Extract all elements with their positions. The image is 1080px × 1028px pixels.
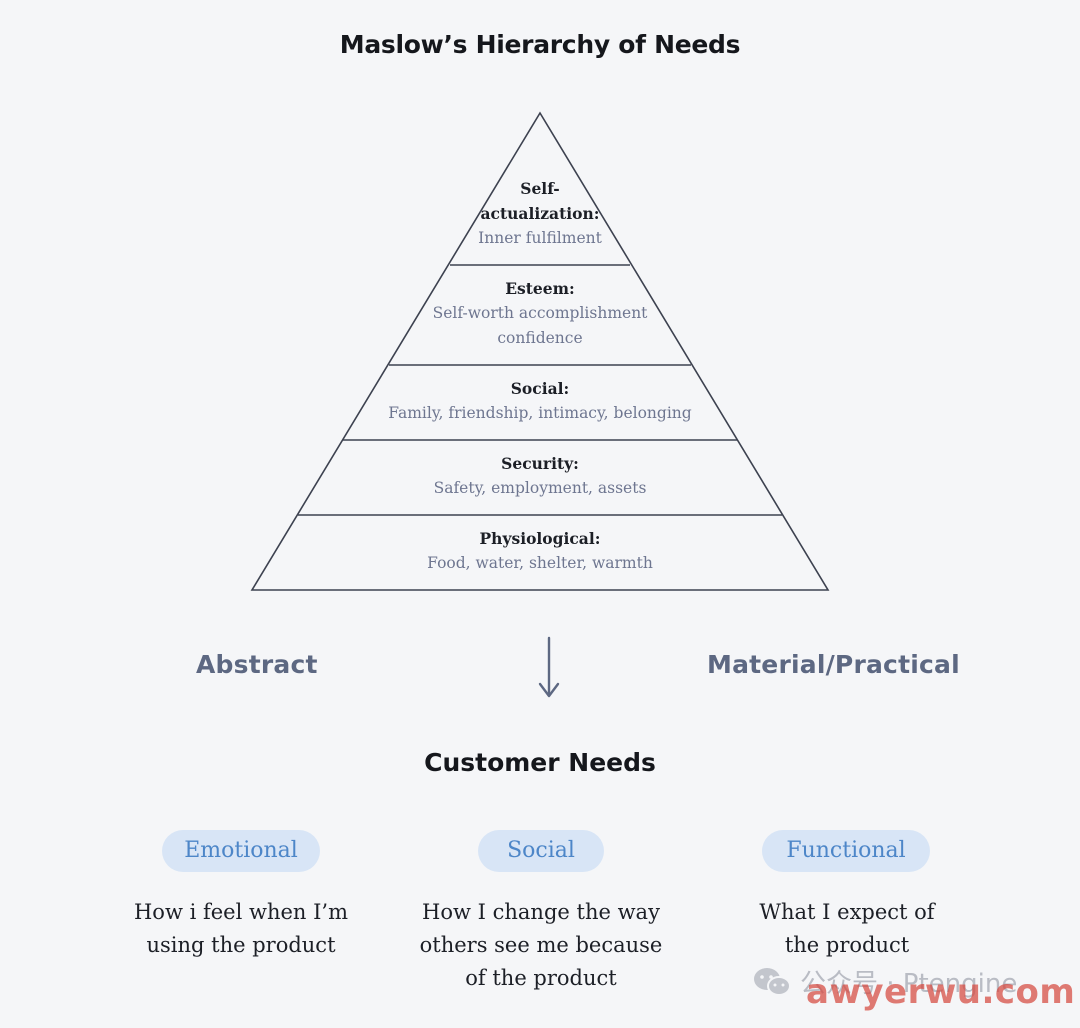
functional-pill: Functional bbox=[762, 830, 930, 872]
description-line: How I change the way bbox=[422, 900, 660, 924]
description-line: What I expect of bbox=[759, 900, 935, 924]
tier-name: Social: bbox=[510, 379, 570, 398]
tier-name: Self- bbox=[520, 179, 560, 198]
tier-description: confidence bbox=[497, 329, 583, 347]
site-watermark: awyerwu.com bbox=[806, 972, 1076, 1012]
tier-description: Food, water, shelter, warmth bbox=[427, 554, 653, 572]
watermark-text: 公众号 · Ptengine bbox=[800, 969, 1018, 999]
tier-description: Safety, employment, assets bbox=[433, 479, 647, 497]
tier-social: Social: Family, friendship, intimacy, be… bbox=[340, 376, 740, 426]
description-line: the product bbox=[784, 933, 910, 957]
tier-esteem: Esteem: Self-worth accomplishment confid… bbox=[340, 276, 740, 351]
emotional-description: How i feel when I’m using the product bbox=[101, 896, 381, 962]
functional-description: What I expect of the product bbox=[707, 896, 987, 962]
material-practical-label: Material/Practical bbox=[707, 650, 960, 679]
pyramid-outline bbox=[250, 111, 830, 591]
social-pill: Social bbox=[478, 830, 604, 872]
description-line: others see me because bbox=[419, 933, 663, 957]
tier-name: Esteem: bbox=[505, 279, 575, 298]
description-line: of the product bbox=[465, 966, 617, 990]
emotional-pill: Emotional bbox=[162, 830, 320, 872]
description-line: using the product bbox=[146, 933, 336, 957]
wechat-watermark: 公众号 · Ptengine bbox=[752, 963, 1017, 1000]
social-description: How I change the way others see me becau… bbox=[391, 896, 691, 995]
abstract-label: Abstract bbox=[196, 650, 318, 679]
section-title: Customer Needs bbox=[424, 748, 656, 777]
wechat-icon bbox=[754, 967, 791, 996]
tier-description: Inner fulfilment bbox=[478, 229, 602, 247]
tier-name: Physiological: bbox=[479, 529, 601, 548]
tier-physiological: Physiological: Food, water, shelter, war… bbox=[340, 526, 740, 576]
tier-description: Family, friendship, intimacy, belonging bbox=[388, 404, 692, 422]
down-arrow-icon bbox=[538, 636, 560, 698]
description-line: How i feel when I’m bbox=[133, 900, 349, 924]
page-title: Maslow’s Hierarchy of Needs bbox=[339, 30, 741, 59]
tier-name: actualization: bbox=[480, 204, 600, 223]
tier-name: Security: bbox=[501, 454, 579, 473]
tier-security: Security: Safety, employment, assets bbox=[340, 451, 740, 501]
tier-description: Self-worth accomplishment bbox=[432, 304, 648, 322]
tier-self-actualization: Self- actualization: Inner fulfilment bbox=[340, 176, 740, 251]
